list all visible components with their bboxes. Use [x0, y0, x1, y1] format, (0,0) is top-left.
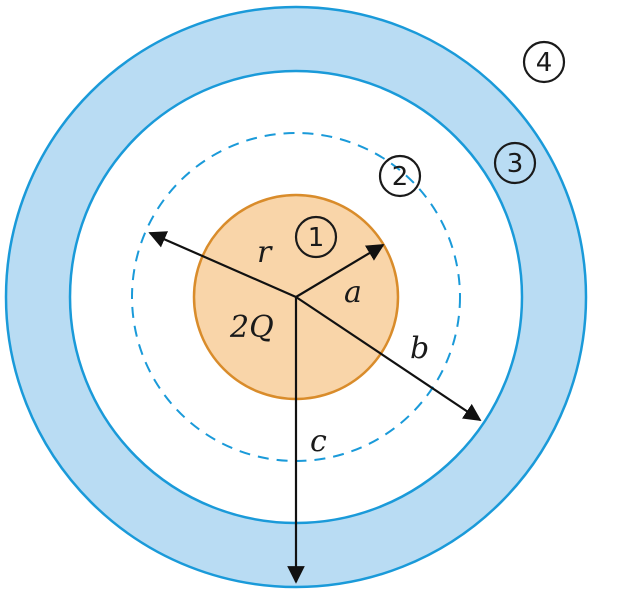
label-b: b	[410, 331, 429, 366]
label-r: r	[257, 235, 273, 270]
svg-text:3: 3	[507, 149, 524, 179]
radius-a-arrow	[295, 244, 385, 298]
svg-text:4: 4	[536, 48, 553, 78]
region-badge-3: 3	[493, 141, 537, 185]
region-badge-2: 2	[378, 154, 422, 198]
label-a: a	[344, 275, 362, 310]
radius-r-arrow	[148, 231, 297, 299]
svg-text:1: 1	[308, 223, 325, 253]
region-badge-4: 4	[522, 40, 566, 84]
region-badge-1: 1	[294, 215, 338, 259]
label-charge: 2Q	[229, 310, 274, 345]
svg-text:2: 2	[392, 162, 409, 192]
label-c: c	[310, 424, 327, 459]
radius-b-arrow	[295, 296, 482, 421]
